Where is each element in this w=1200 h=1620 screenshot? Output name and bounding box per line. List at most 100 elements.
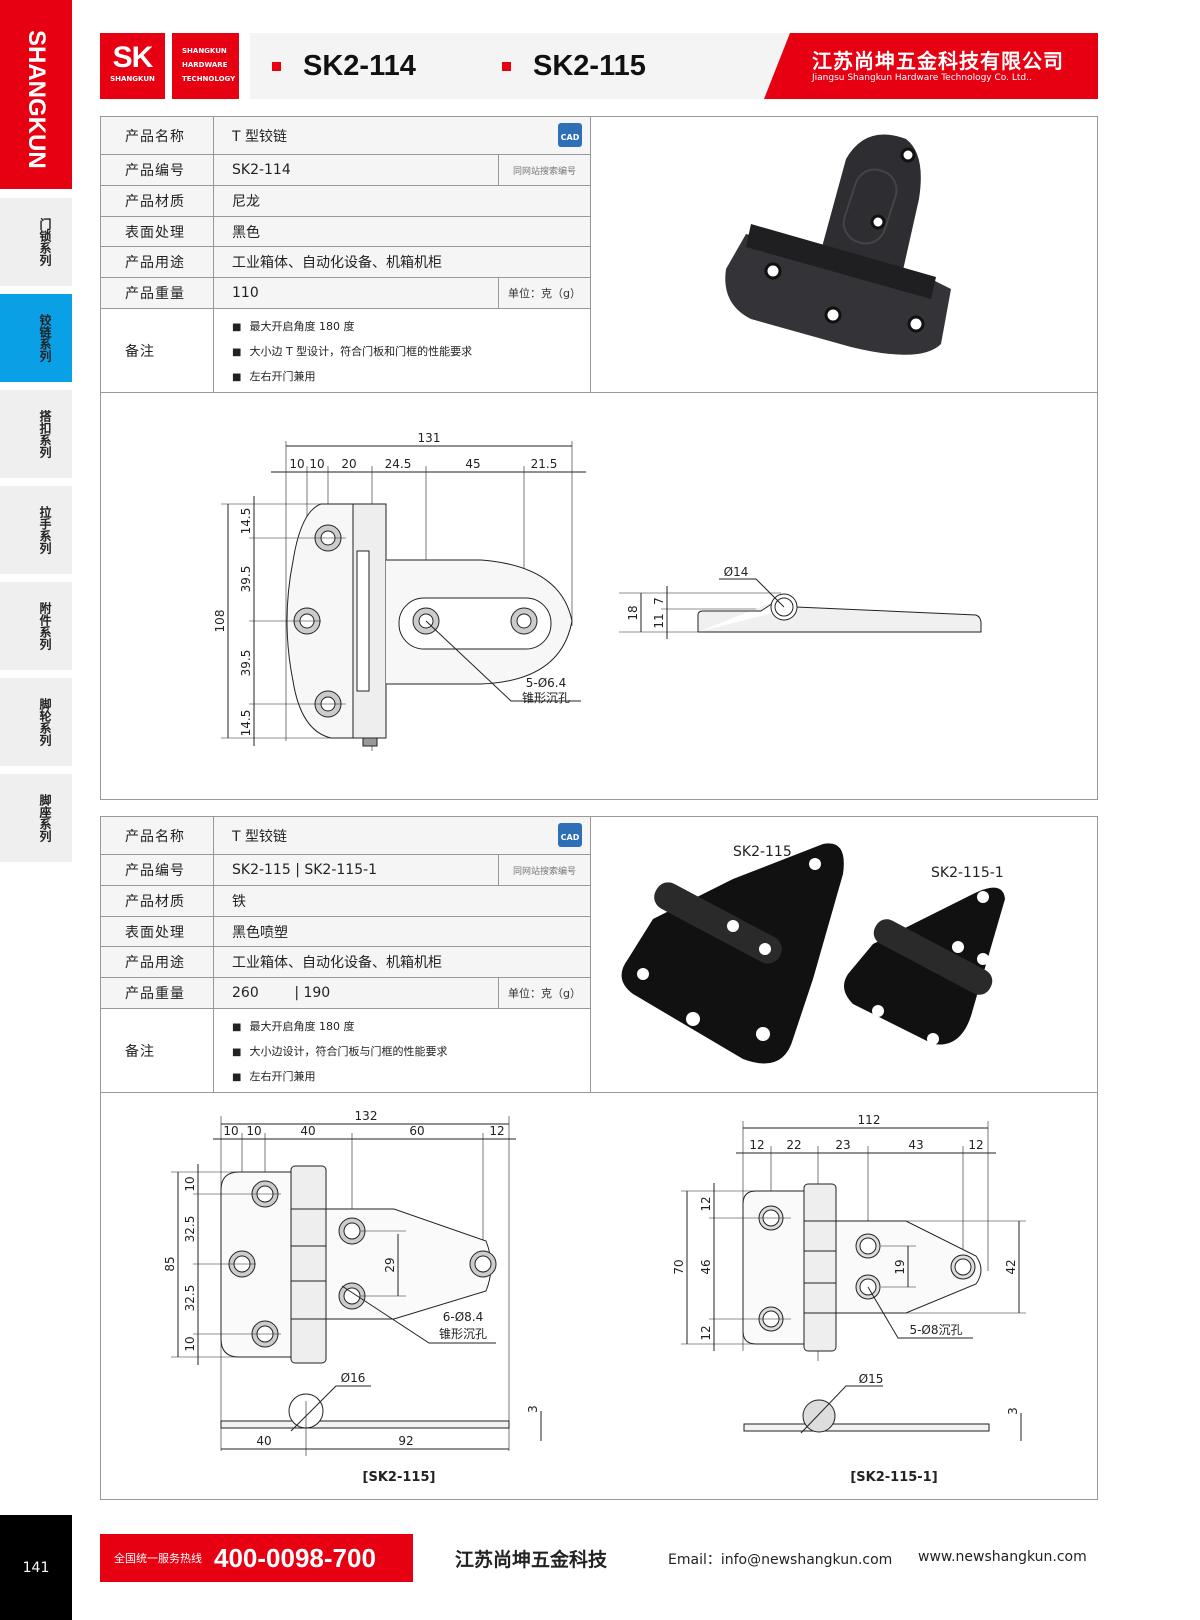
tab-door-locks[interactable]: 门锁系列 bbox=[0, 198, 72, 286]
spec-row-surface: 表面处理黑色 bbox=[101, 217, 590, 247]
dim-label: 60 bbox=[409, 1124, 424, 1138]
dim-label: 92 bbox=[398, 1434, 413, 1448]
cad-download-icon[interactable]: CAD bbox=[558, 823, 582, 847]
dim-label: 21.5 bbox=[531, 457, 558, 471]
photo-label: SK2-115-1 bbox=[931, 865, 1004, 881]
bullet-icon bbox=[272, 62, 281, 71]
header-bar bbox=[250, 33, 790, 99]
hole-note: 6-Ø8.4 bbox=[443, 1310, 484, 1324]
footer-website[interactable]: www.newshangkun.com bbox=[918, 1549, 1087, 1565]
dim-label: 22 bbox=[786, 1138, 801, 1152]
drawing-caption: [SK2-115] bbox=[363, 1470, 436, 1485]
product-code-1: SK2-114 bbox=[272, 50, 416, 83]
dim-label: 39.5 bbox=[239, 650, 253, 677]
dim-label: 24.5 bbox=[385, 457, 412, 471]
hole-type: 锥形沉孔 bbox=[522, 691, 570, 705]
cad-download-icon[interactable]: CAD bbox=[558, 123, 582, 147]
dim-label: 10 bbox=[289, 457, 304, 471]
company-name-cn: 江苏尚坤五金科技有限公司 bbox=[812, 49, 1064, 73]
dim-label: 10 bbox=[223, 1124, 238, 1138]
dim-label: 12 bbox=[699, 1325, 713, 1340]
dim-label: 43 bbox=[908, 1138, 923, 1152]
hole-note: 5-Ø6.4 bbox=[526, 676, 567, 690]
dim-label: 12 bbox=[489, 1124, 504, 1138]
technical-drawing-sk2-114: 131 10 10 20 24.5 45 21.5 108 14.5 39.5 … bbox=[213, 431, 982, 751]
dim-label: 40 bbox=[300, 1124, 315, 1138]
dim-label: 42 bbox=[1004, 1259, 1018, 1274]
dim-label: 32.5 bbox=[183, 1285, 197, 1312]
dim-label: 23 bbox=[835, 1138, 850, 1152]
dim-label: 46 bbox=[699, 1259, 713, 1274]
tab-latches[interactable]: 搭扣系列 bbox=[0, 390, 72, 478]
dim-label: 14.5 bbox=[239, 710, 253, 737]
spec-row-material: 产品材质铁 bbox=[101, 886, 590, 917]
dim-label: Ø16 bbox=[341, 1371, 366, 1385]
dim-label: 3 bbox=[1006, 1407, 1020, 1415]
hotline-label: 全国统一服务热线 bbox=[114, 1552, 202, 1565]
dim-label: 132 bbox=[355, 1109, 378, 1123]
tab-label: 铰链系列 bbox=[38, 314, 52, 362]
dim-label: 20 bbox=[341, 457, 356, 471]
hole-type: 锥形沉孔 bbox=[439, 1327, 487, 1341]
dim-label: 18 bbox=[626, 605, 640, 620]
dim-label: Ø15 bbox=[859, 1372, 884, 1386]
dim-label: 40 bbox=[256, 1434, 271, 1448]
drawing-caption: [SK2-115-1] bbox=[850, 1470, 937, 1485]
dim-label: 85 bbox=[163, 1256, 177, 1271]
dim-label: 108 bbox=[213, 610, 227, 633]
dim-label: 19 bbox=[893, 1259, 907, 1274]
tab-label: 脚座系列 bbox=[38, 794, 52, 842]
technical-drawings-sk2-115: 132 10 10 40 60 12 85 10 32.5 32.5 10 29… bbox=[163, 1109, 1026, 1485]
spec-row-notes: 备注最大开启角度 180 度大小边 T 型设计，符合门板和门框的性能要求左右开门… bbox=[101, 309, 590, 392]
tab-handles[interactable]: 拉手系列 bbox=[0, 486, 72, 574]
spec-row-usage: 产品用途工业箱体、自动化设备、机箱机柜 bbox=[101, 947, 590, 978]
dim-label: 10 bbox=[246, 1124, 261, 1138]
spec-row-material: 产品材质尼龙 bbox=[101, 186, 590, 217]
tab-hinges[interactable]: 铰链系列 bbox=[0, 294, 72, 382]
product-photos-sk2-115: SK2-115 SK2-115-1 bbox=[621, 843, 1005, 1064]
dim-label: 39.5 bbox=[239, 566, 253, 593]
footer-email[interactable]: Email：info@newshangkun.com bbox=[668, 1552, 893, 1568]
photo-label: SK2-115 bbox=[733, 844, 792, 860]
company-name-en: Jiangsu Shangkun Hardware Technology Co.… bbox=[812, 73, 1032, 83]
page-number: 141 bbox=[0, 1515, 72, 1620]
bullet-icon bbox=[502, 62, 511, 71]
product-photo-sk2-114 bbox=[725, 134, 951, 355]
company-banner: 江苏尚坤五金科技有限公司 Jiangsu Shangkun Hardware T… bbox=[764, 33, 1098, 99]
dim-label: 12 bbox=[749, 1138, 764, 1152]
spec-row-surface: 表面处理黑色喷塑 bbox=[101, 917, 590, 947]
tab-label: 拉手系列 bbox=[38, 506, 52, 554]
dim-label: 10 bbox=[183, 1336, 197, 1351]
footer-company: 江苏尚坤五金科技 bbox=[455, 1549, 608, 1571]
brand-sidebar: SHANGKUN bbox=[0, 0, 72, 189]
dim-label: 112 bbox=[858, 1113, 881, 1127]
tab-feet[interactable]: 脚座系列 bbox=[0, 774, 72, 862]
dim-label: 10 bbox=[309, 457, 324, 471]
dim-label: 29 bbox=[383, 1257, 397, 1272]
tab-label: 附件系列 bbox=[38, 602, 52, 650]
dim-label: 14.5 bbox=[239, 508, 253, 535]
spec-row-notes: 备注最大开启角度 180 度大小边设计，符合门板与门框的性能要求左右开门兼用 bbox=[101, 1009, 590, 1092]
brand-name: SHANGKUN bbox=[23, 30, 50, 169]
dim-label: Ø14 bbox=[724, 565, 749, 579]
tab-accessories[interactable]: 附件系列 bbox=[0, 582, 72, 670]
dim-label: 45 bbox=[465, 457, 480, 471]
dim-label: 32.5 bbox=[183, 1216, 197, 1243]
tab-casters[interactable]: 脚轮系列 bbox=[0, 678, 72, 766]
dim-label: 7 bbox=[652, 597, 666, 605]
tab-label: 门锁系列 bbox=[38, 218, 52, 266]
tab-label: 脚轮系列 bbox=[38, 698, 52, 746]
dim-label: 131 bbox=[418, 431, 441, 445]
hole-note: 5-Ø8沉孔 bbox=[909, 1323, 962, 1337]
product-code-2: SK2-115 bbox=[502, 50, 646, 83]
hotline-number[interactable]: 400-0098-700 bbox=[214, 1542, 376, 1573]
